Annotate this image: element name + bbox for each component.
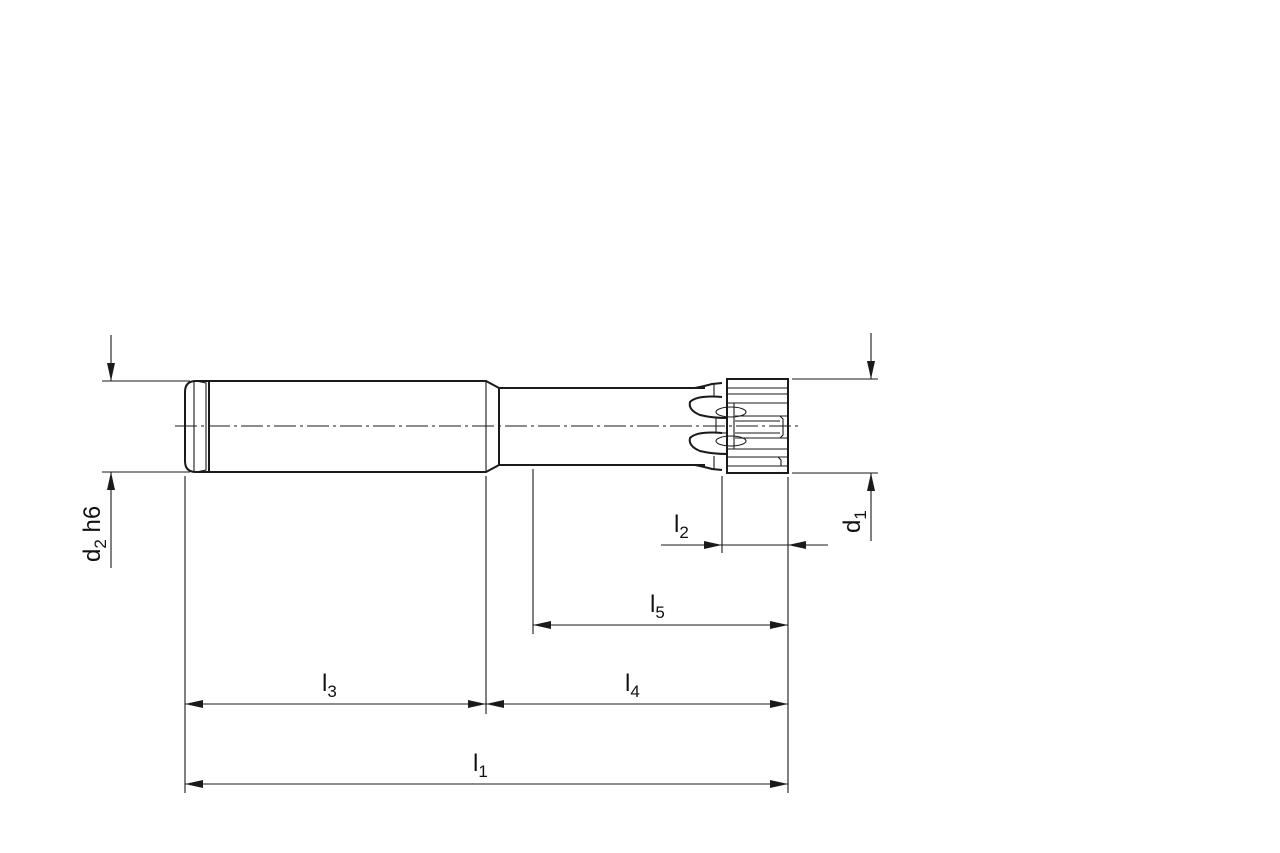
l2-symbol: l xyxy=(674,511,679,538)
arrow-left-icon xyxy=(788,541,806,549)
d1-subscript: 1 xyxy=(851,510,870,519)
dimension-l4: l4 xyxy=(486,670,788,708)
arrow-right-icon xyxy=(468,700,486,708)
svg-text:l1: l1 xyxy=(473,750,488,781)
arrow-left-icon xyxy=(185,700,203,708)
l2-subscript: 2 xyxy=(679,523,688,542)
svg-text:l4: l4 xyxy=(625,670,640,701)
arrow-left-icon xyxy=(185,780,203,788)
d2-subscript: 2 xyxy=(91,539,110,548)
arrow-down-icon xyxy=(867,361,875,379)
tool-body xyxy=(175,378,802,474)
arrow-left-icon xyxy=(533,621,551,629)
svg-text:d2 h6: d2 h6 xyxy=(79,506,110,562)
neck xyxy=(499,387,705,466)
l3-symbol: l xyxy=(322,670,327,697)
arrow-left-icon xyxy=(486,700,504,708)
svg-text:l3: l3 xyxy=(322,670,337,701)
arrow-right-icon xyxy=(704,541,722,549)
dimension-l5: l5 xyxy=(533,591,788,629)
l4-symbol: l xyxy=(625,670,630,697)
d2-tolerance: h6 xyxy=(79,506,106,539)
svg-text:l5: l5 xyxy=(650,591,665,622)
l1-symbol: l xyxy=(473,750,478,777)
l3-subscript: 3 xyxy=(327,682,336,701)
arrow-up-icon xyxy=(107,472,115,490)
extension-lines xyxy=(102,378,878,793)
d2-symbol: d xyxy=(79,549,106,562)
dimension-d2: d2 h6 xyxy=(79,335,115,568)
svg-text:l2: l2 xyxy=(674,511,689,542)
dimension-d1: d1 xyxy=(839,333,875,541)
l4-subscript: 4 xyxy=(630,682,639,701)
svg-text:d1: d1 xyxy=(839,510,870,533)
arrow-right-icon xyxy=(770,780,788,788)
d1-symbol: d xyxy=(839,520,866,533)
arrow-right-icon xyxy=(770,700,788,708)
l1-subscript: 1 xyxy=(478,762,487,781)
l5-symbol: l xyxy=(650,591,655,618)
dimension-l2: l2 xyxy=(661,511,828,549)
arrow-right-icon xyxy=(770,621,788,629)
dimension-l3: l3 xyxy=(185,670,486,708)
flute-transition xyxy=(688,382,747,471)
l5-subscript: 5 xyxy=(655,603,664,622)
dimension-l1: l1 xyxy=(185,750,788,788)
arrow-down-icon xyxy=(107,363,115,381)
arrow-up-icon xyxy=(867,473,875,491)
